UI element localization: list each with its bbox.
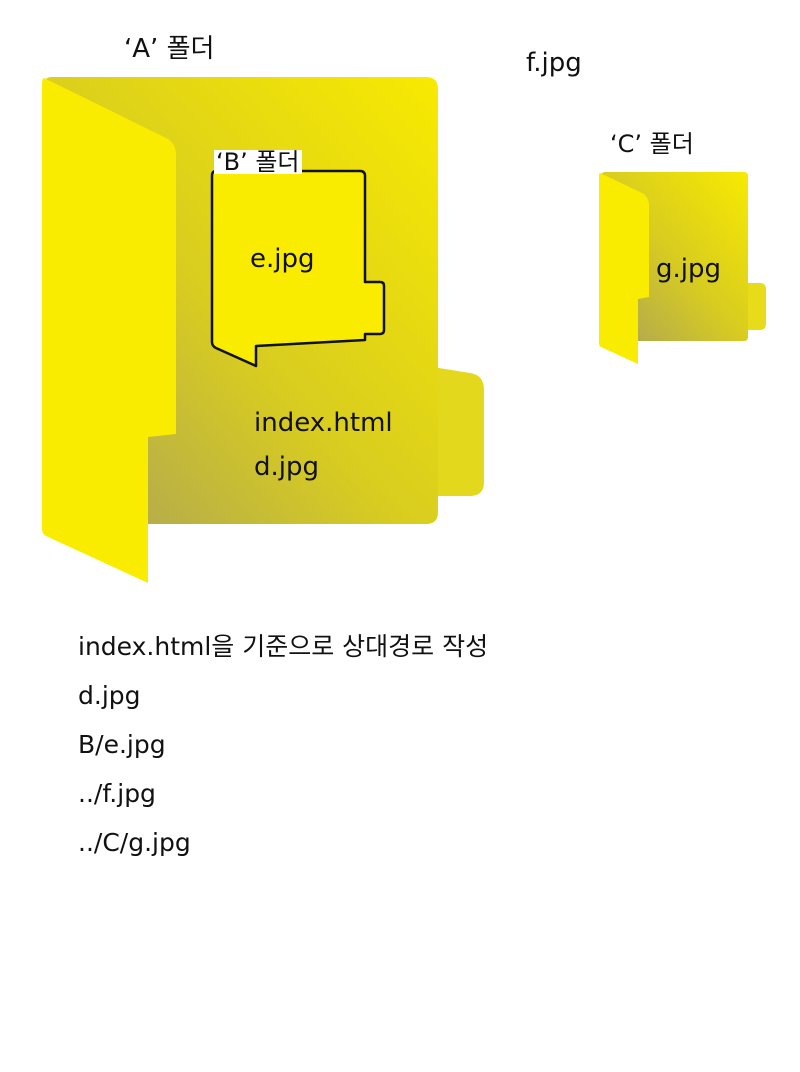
relative-path-list: index.html을 기준으로 상대경로 작성 d.jpg B/e.jpg .… <box>78 622 488 867</box>
folder-c-icon <box>599 172 766 364</box>
path-item: d.jpg <box>78 681 141 710</box>
path-item: ../C/g.jpg <box>78 828 191 857</box>
file-d-jpg: d.jpg <box>254 452 319 482</box>
path-item: B/e.jpg <box>78 730 166 759</box>
file-e-jpg: e.jpg <box>250 244 315 274</box>
folder-a-label: ‘A’ 폴더 <box>124 34 215 64</box>
folder-b-label: ‘B’ 폴더 <box>214 148 302 176</box>
path-item: ../f.jpg <box>78 779 156 808</box>
folder-c-label: ‘C’ 폴더 <box>610 130 694 158</box>
file-index-html: index.html <box>254 408 393 438</box>
file-f-jpg: f.jpg <box>526 48 582 78</box>
folder-b-icon <box>210 169 386 368</box>
paths-heading: index.html을 기준으로 상대경로 작성 <box>78 632 489 661</box>
file-g-jpg: g.jpg <box>656 254 721 284</box>
